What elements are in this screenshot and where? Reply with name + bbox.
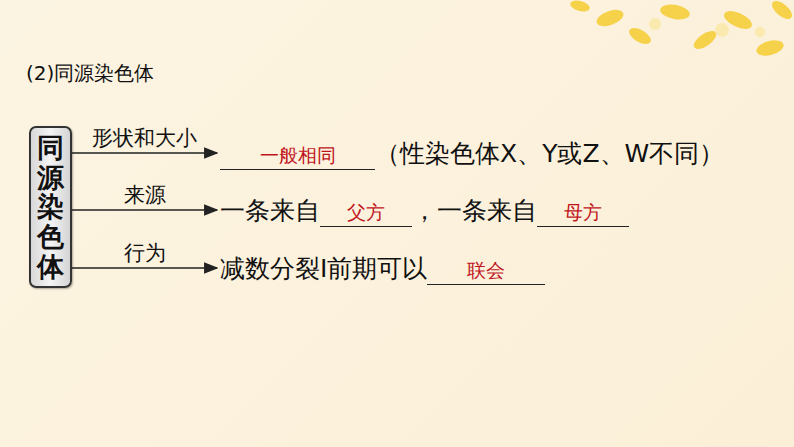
statement-text: 一条来自 [220,194,320,227]
statement-row: 减数分裂Ⅰ前期可以 联会 [220,252,545,285]
arrow-connector [72,267,217,269]
arrow-connector [72,152,217,154]
concept-box: 同源染色体 [29,126,72,288]
answer-blank: 一般相同 [220,139,375,170]
arrow-connector [72,209,217,211]
statement-text: 减数分裂Ⅰ前期可以 [220,252,427,285]
statement-row: 一般相同 （性染色体X、Y或Z、W不同） [220,137,724,170]
edge-label: 行为 [122,242,168,265]
flower-decoration [569,0,794,58]
answer-blank: 父方 [320,196,412,227]
answer-text: 父方 [347,201,385,223]
section-title: (2)同源染色体 [26,60,154,87]
concept-title: 同源染色体 [37,133,64,281]
answer-text: 一般相同 [260,144,336,166]
answer-text: 母方 [564,201,602,223]
answer-text: 联会 [467,259,505,281]
answer-blank: 母方 [537,196,629,227]
edge-label: 来源 [122,184,168,207]
statement-row: 一条来自 父方 ，一条来自 母方 [220,194,629,227]
edge-label: 形状和大小 [90,127,199,150]
answer-blank: 联会 [427,254,545,285]
statement-text: （性染色体X、Y或Z、W不同） [375,137,724,170]
statement-text: ，一条来自 [412,194,537,227]
